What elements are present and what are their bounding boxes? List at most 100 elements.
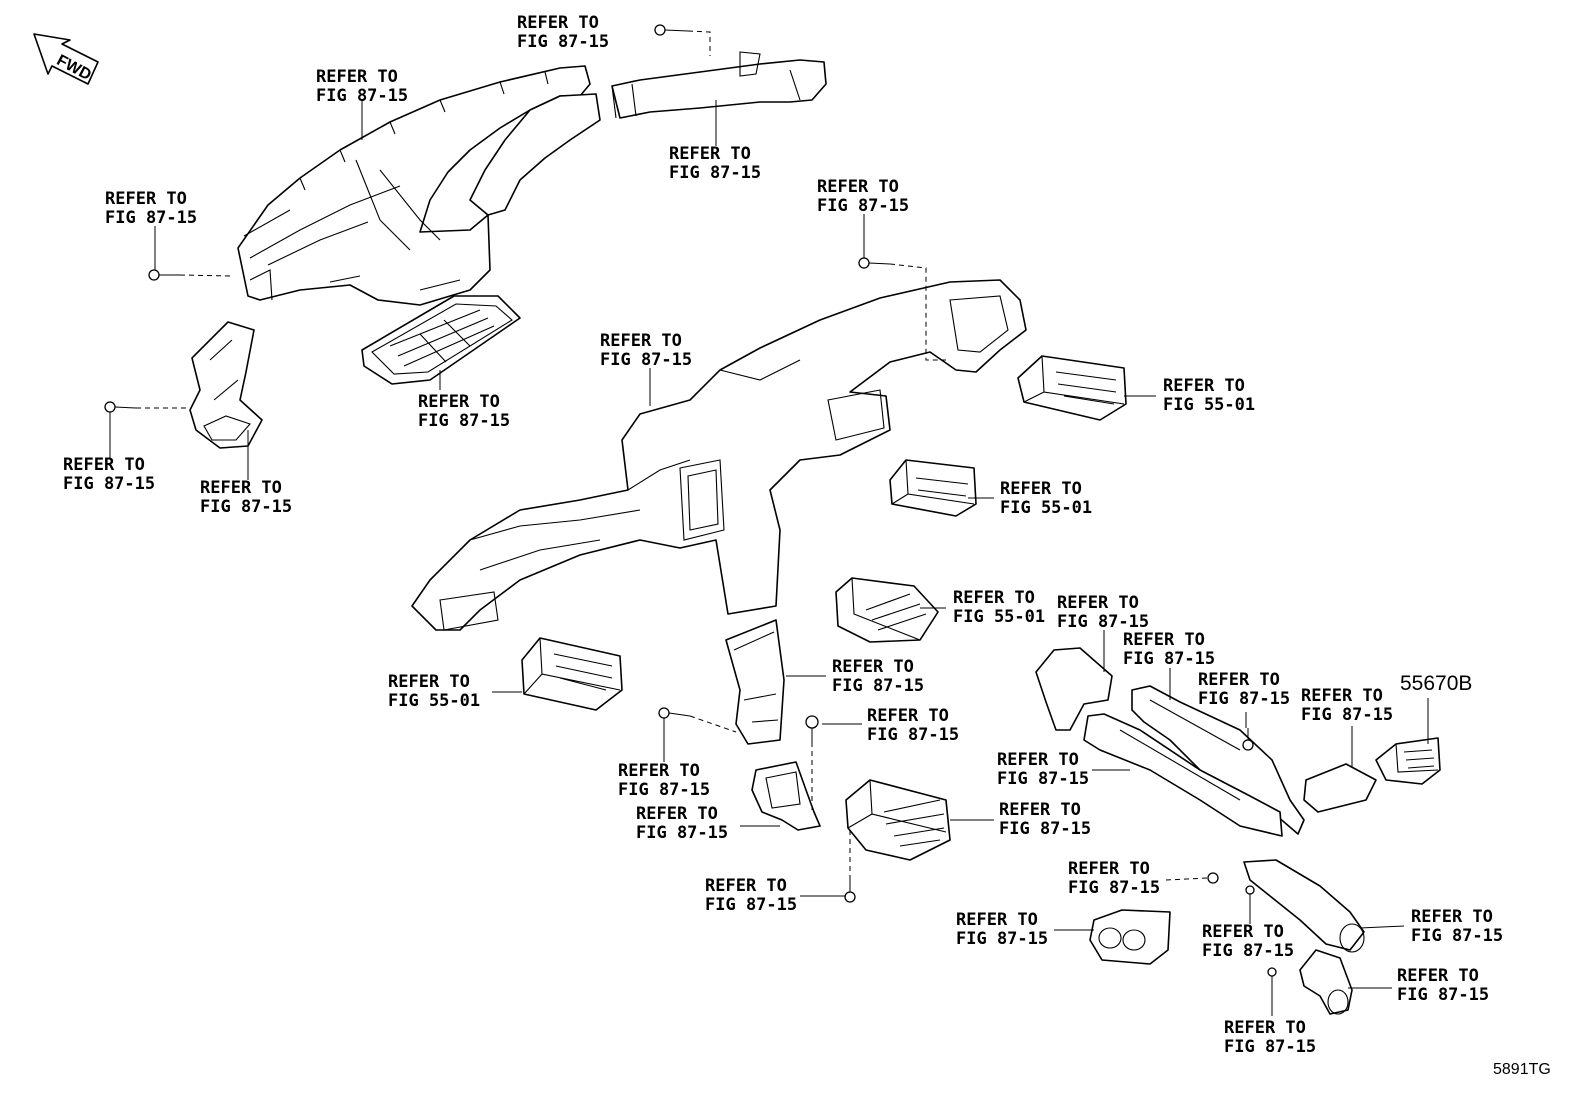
label-line1: REFER TO [867,706,949,726]
label-line2: FIG 87-15 [956,929,1048,949]
label-line2: FIG 87-15 [600,350,692,370]
label-line1: REFER TO [388,672,470,692]
nut-icon [1207,872,1219,884]
screw-icon [148,269,180,281]
fwd-arrow-icon: FWD [33,33,99,85]
label-line1: REFER TO [636,804,718,824]
main-center-duct [411,279,1027,631]
label-line2: FIG 87-15 [1224,1037,1316,1057]
label-line2: FIG 87-15 [105,208,197,228]
screw-icon [658,707,691,719]
label-line1: REFER TO [956,910,1038,930]
upper-duct-assembly [237,65,601,306]
rear-end-vent [1303,737,1441,813]
label-line2: FIG 87-15 [1301,705,1393,725]
part-number-label: 55670B [1400,672,1472,695]
label-line1: REFER TO [1411,907,1493,927]
label-line2: FIG 87-15 [63,474,155,494]
label-line2: FIG 55-01 [953,607,1045,627]
label-line2: FIG 87-15 [997,769,1089,789]
right-upper-duct [611,51,827,119]
vent-right [1017,355,1127,421]
label-line2: FIG 87-15 [817,196,909,216]
label-line2: FIG 87-15 [1198,689,1290,709]
lower-center-duct [725,619,785,745]
label-line1: REFER TO [1198,670,1280,690]
label-line1: REFER TO [1397,966,1479,986]
label-line2: FIG 87-15 [618,780,710,800]
label-line2: FIG 87-15 [1068,878,1160,898]
screw-icon [844,880,856,903]
twin-round-vent [1089,909,1171,965]
label-line2: FIG 87-15 [867,725,959,745]
label-line2: FIG 55-01 [1000,498,1092,518]
lower-center-vent [845,779,951,861]
leader-lines [109,30,1429,1016]
label-line2: FIG 87-15 [669,163,761,183]
label-line1: REFER TO [600,331,682,351]
label-line1: REFER TO [418,392,500,412]
label-line1: REFER TO [316,67,398,87]
label-line1: REFER TO [705,876,787,896]
label-line1: REFER TO [63,455,145,475]
label-line2: FIG 87-15 [1123,649,1215,669]
screw-icon [1245,885,1255,910]
elbow-fitting [1299,949,1353,1015]
left-side-duct [189,321,263,449]
elbow-duct [1243,859,1365,953]
label-line1: REFER TO [1068,859,1150,879]
label-line2: FIG 87-15 [1411,926,1503,946]
vent-center-right [889,459,977,517]
label-line2: FIG 87-15 [636,823,728,843]
label-line2: FIG 87-15 [1397,985,1489,1005]
clip-icon [805,715,819,742]
screw-icon [654,24,689,36]
label-line2: FIG 87-15 [832,676,924,696]
label-line1: REFER TO [1301,686,1383,706]
label-line2: FIG 87-15 [1057,612,1149,632]
label-line2: FIG 55-01 [388,691,480,711]
label-line2: FIG 87-15 [1202,941,1294,961]
screw-icon [1242,728,1254,751]
vent-center-left [835,577,939,643]
label-line1: REFER TO [1057,593,1139,613]
label-line2: FIG 87-15 [705,895,797,915]
rear-duct-assembly [1035,647,1305,837]
label-line1: REFER TO [832,657,914,677]
lower-bracket [751,761,821,831]
label-line2: FIG 55-01 [1163,395,1255,415]
label-line2: FIG 87-15 [418,411,510,431]
label-line1: REFER TO [669,144,751,164]
label-line2: FIG 87-15 [200,497,292,517]
label-line2: FIG 87-15 [517,32,609,52]
label-line1: REFER TO [1224,1018,1306,1038]
